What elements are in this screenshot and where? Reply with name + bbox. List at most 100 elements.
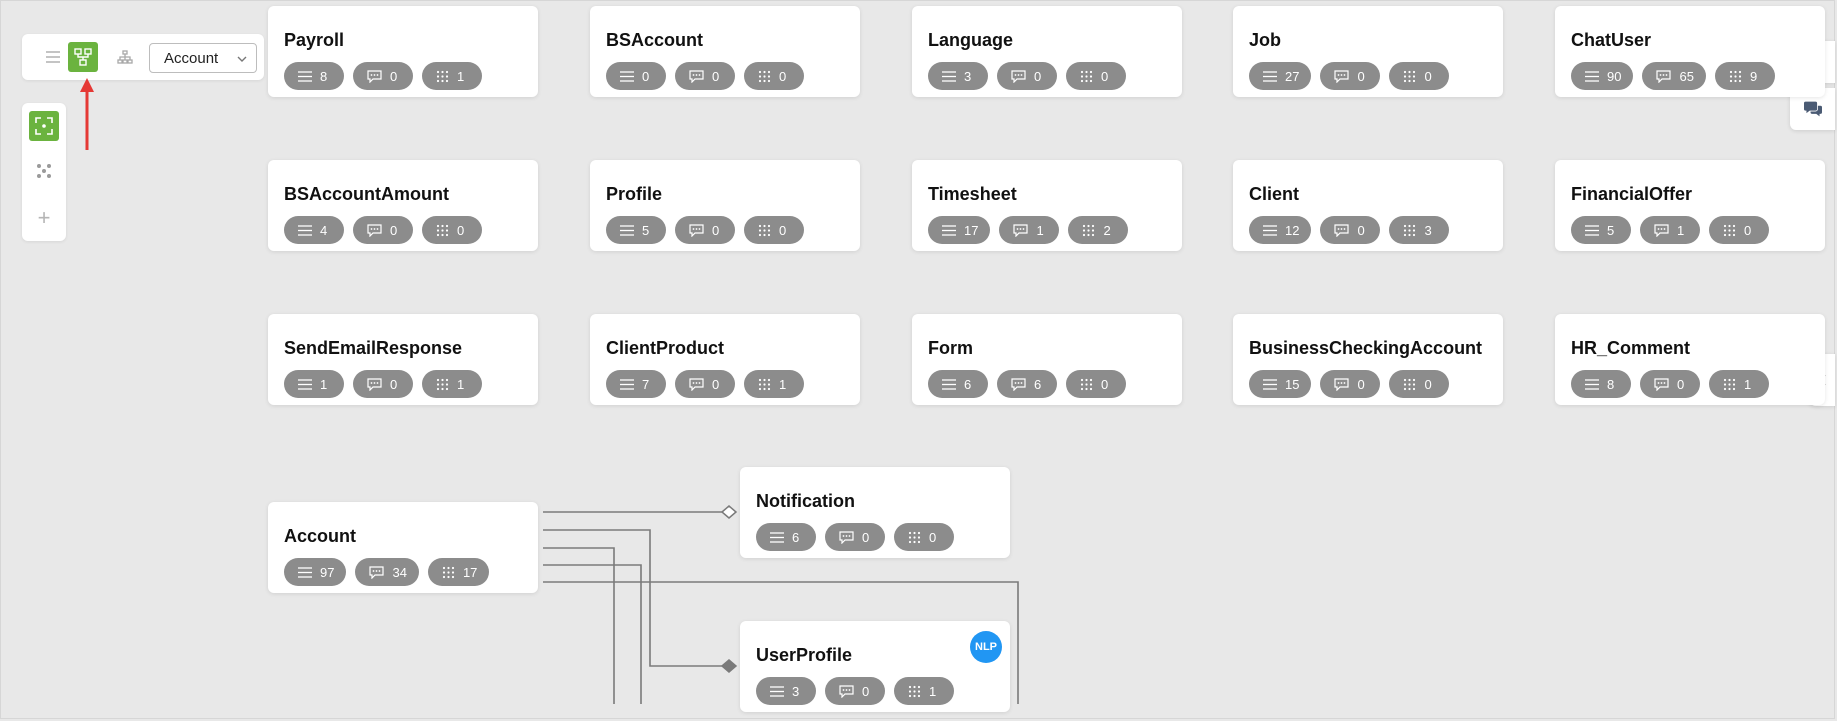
entity-card-payroll[interactable]: Payroll 8 0 1	[268, 6, 538, 97]
entity-select[interactable]: Account	[149, 43, 257, 73]
tree-view-icon[interactable]	[110, 42, 140, 72]
comments-count-badge[interactable]: 0	[675, 370, 735, 398]
comments-count-badge[interactable]: 0	[1640, 370, 1700, 398]
fields-count-badge[interactable]: 4	[284, 216, 344, 244]
nlp-badge[interactable]: NLP	[970, 631, 1002, 663]
entity-card-notification[interactable]: Notification 6 0 0	[740, 467, 1010, 558]
entity-title: ClientProduct	[606, 338, 725, 358]
fields-count-badge[interactable]: 3	[928, 62, 988, 90]
comments-count-badge[interactable]: 0	[825, 677, 885, 705]
relations-count-badge[interactable]: 0	[744, 216, 804, 244]
entity-card-bsaccountamount[interactable]: BSAccountAmount 4 0 0	[268, 160, 538, 251]
entity-card-job[interactable]: Job 27 0 0	[1233, 6, 1503, 97]
comments-count-badge[interactable]: 0	[1320, 62, 1381, 90]
entity-card-hr-comment[interactable]: HR_Comment 8 0 1	[1555, 314, 1825, 405]
entity-badges: 6 0 0	[756, 523, 954, 551]
fields-count-badge[interactable]: 5	[1571, 216, 1631, 244]
fields-count: 5	[642, 222, 650, 238]
entity-card-userprofile[interactable]: UserProfile 3 0 1 NLP	[740, 621, 1010, 712]
relations-count-badge[interactable]: 1	[422, 62, 482, 90]
fields-count: 6	[792, 529, 800, 545]
relations-count-badge[interactable]: 0	[1066, 370, 1126, 398]
comments-count-badge[interactable]: 65	[1642, 62, 1706, 90]
relations-count-badge[interactable]: 1	[422, 370, 482, 398]
relations-count-badge[interactable]: 1	[894, 677, 954, 705]
comments-count-badge[interactable]: 0	[1320, 216, 1381, 244]
relations-count: 0	[779, 68, 787, 84]
relations-count-badge[interactable]: 0	[1066, 62, 1126, 90]
vertical-toolbar: +	[22, 103, 66, 241]
comments-count-badge[interactable]: 0	[997, 62, 1057, 90]
entity-card-bsaccount[interactable]: BSAccount 0 0 0	[590, 6, 860, 97]
relations-count-badge[interactable]: 0	[1389, 370, 1450, 398]
entity-card-clientproduct[interactable]: ClientProduct 7 0 1	[590, 314, 860, 405]
fields-count-badge[interactable]: 97	[284, 558, 347, 586]
relations-count: 1	[929, 683, 937, 699]
fields-count-badge[interactable]: 12	[1249, 216, 1312, 244]
relations-count-badge[interactable]: 3	[1389, 216, 1450, 244]
menu-icon[interactable]	[38, 42, 68, 72]
entity-card-financialoffer[interactable]: FinancialOffer 5 1 0	[1555, 160, 1825, 251]
relations-count-badge[interactable]: 17	[427, 558, 490, 586]
entity-card-profile[interactable]: Profile 5 0 0	[590, 160, 860, 251]
comments-count-badge[interactable]: 1	[999, 216, 1060, 244]
entity-card-chatuser[interactable]: ChatUser 90 65 9	[1555, 6, 1825, 97]
fields-count: 12	[1285, 222, 1300, 238]
fields-count-badge[interactable]: 17	[928, 216, 991, 244]
fit-screen-icon[interactable]	[29, 111, 59, 141]
fields-count-badge[interactable]: 5	[606, 216, 666, 244]
fields-count-badge[interactable]: 8	[284, 62, 344, 90]
relations-count-badge[interactable]: 1	[744, 370, 804, 398]
fields-count-badge[interactable]: 6	[928, 370, 988, 398]
relations-count-badge[interactable]: 0	[422, 216, 482, 244]
fields-count-badge[interactable]: 6	[756, 523, 816, 551]
relations-count-badge[interactable]: 0	[744, 62, 804, 90]
comments-count-badge[interactable]: 0	[1320, 370, 1381, 398]
fields-list-icon	[942, 70, 956, 82]
fields-count: 8	[1607, 376, 1615, 392]
comments-count-badge[interactable]: 6	[997, 370, 1057, 398]
entity-card-timesheet[interactable]: Timesheet 17 1 2	[912, 160, 1182, 251]
fields-count-badge[interactable]: 0	[606, 62, 666, 90]
layout-dots-icon[interactable]	[29, 156, 59, 186]
comments-count: 1	[1677, 222, 1685, 238]
fields-count-badge[interactable]: 1	[284, 370, 344, 398]
relations-grid-icon	[1723, 378, 1736, 390]
comments-count-badge[interactable]: 0	[353, 216, 413, 244]
entity-card-businesscheckingaccount[interactable]: BusinessCheckingAccount 15 0 0	[1233, 314, 1503, 405]
comment-icon	[1656, 69, 1672, 83]
fields-count-badge[interactable]: 8	[1571, 370, 1631, 398]
comments-count-badge[interactable]: 0	[353, 370, 413, 398]
entity-badges: 8 0 1	[284, 62, 482, 90]
relations-count-badge[interactable]: 0	[1389, 62, 1450, 90]
entity-badges: 6 6 0	[928, 370, 1126, 398]
comments-count-badge[interactable]: 0	[353, 62, 413, 90]
comments-count-badge[interactable]: 1	[1640, 216, 1700, 244]
entity-card-account[interactable]: Account 97 34 17	[268, 502, 538, 593]
relations-count-badge[interactable]: 2	[1068, 216, 1129, 244]
fields-count-badge[interactable]: 27	[1249, 62, 1312, 90]
relations-count-badge[interactable]: 9	[1714, 62, 1775, 90]
fields-count-badge[interactable]: 15	[1249, 370, 1312, 398]
comments-count-badge[interactable]: 0	[675, 216, 735, 244]
entity-badges: 97 34 17	[284, 558, 490, 586]
entity-card-sendemailresponse[interactable]: SendEmailResponse 1 0 1	[268, 314, 538, 405]
entity-card-language[interactable]: Language 3 0 0	[912, 6, 1182, 97]
model-view-icon[interactable]	[68, 42, 98, 72]
fields-count-badge[interactable]: 90	[1571, 62, 1634, 90]
fields-count-badge[interactable]: 7	[606, 370, 666, 398]
entity-badges: 15 0 0	[1249, 370, 1450, 398]
entity-card-form[interactable]: Form 6 6 0	[912, 314, 1182, 405]
plus-icon[interactable]: +	[37, 205, 51, 230]
relations-count-badge[interactable]: 0	[1709, 216, 1769, 244]
relations-count-badge[interactable]: 0	[894, 523, 954, 551]
entity-title: HR_Comment	[1571, 338, 1691, 358]
fields-count-badge[interactable]: 3	[756, 677, 816, 705]
fields-list-icon	[298, 70, 312, 82]
comments-count-badge[interactable]: 0	[675, 62, 735, 90]
comments-count-badge[interactable]: 0	[825, 523, 885, 551]
comments-count-badge[interactable]: 34	[355, 558, 419, 586]
entity-card-client[interactable]: Client 12 0 3	[1233, 160, 1503, 251]
relations-count-badge[interactable]: 1	[1709, 370, 1769, 398]
relations-count: 0	[779, 222, 787, 238]
